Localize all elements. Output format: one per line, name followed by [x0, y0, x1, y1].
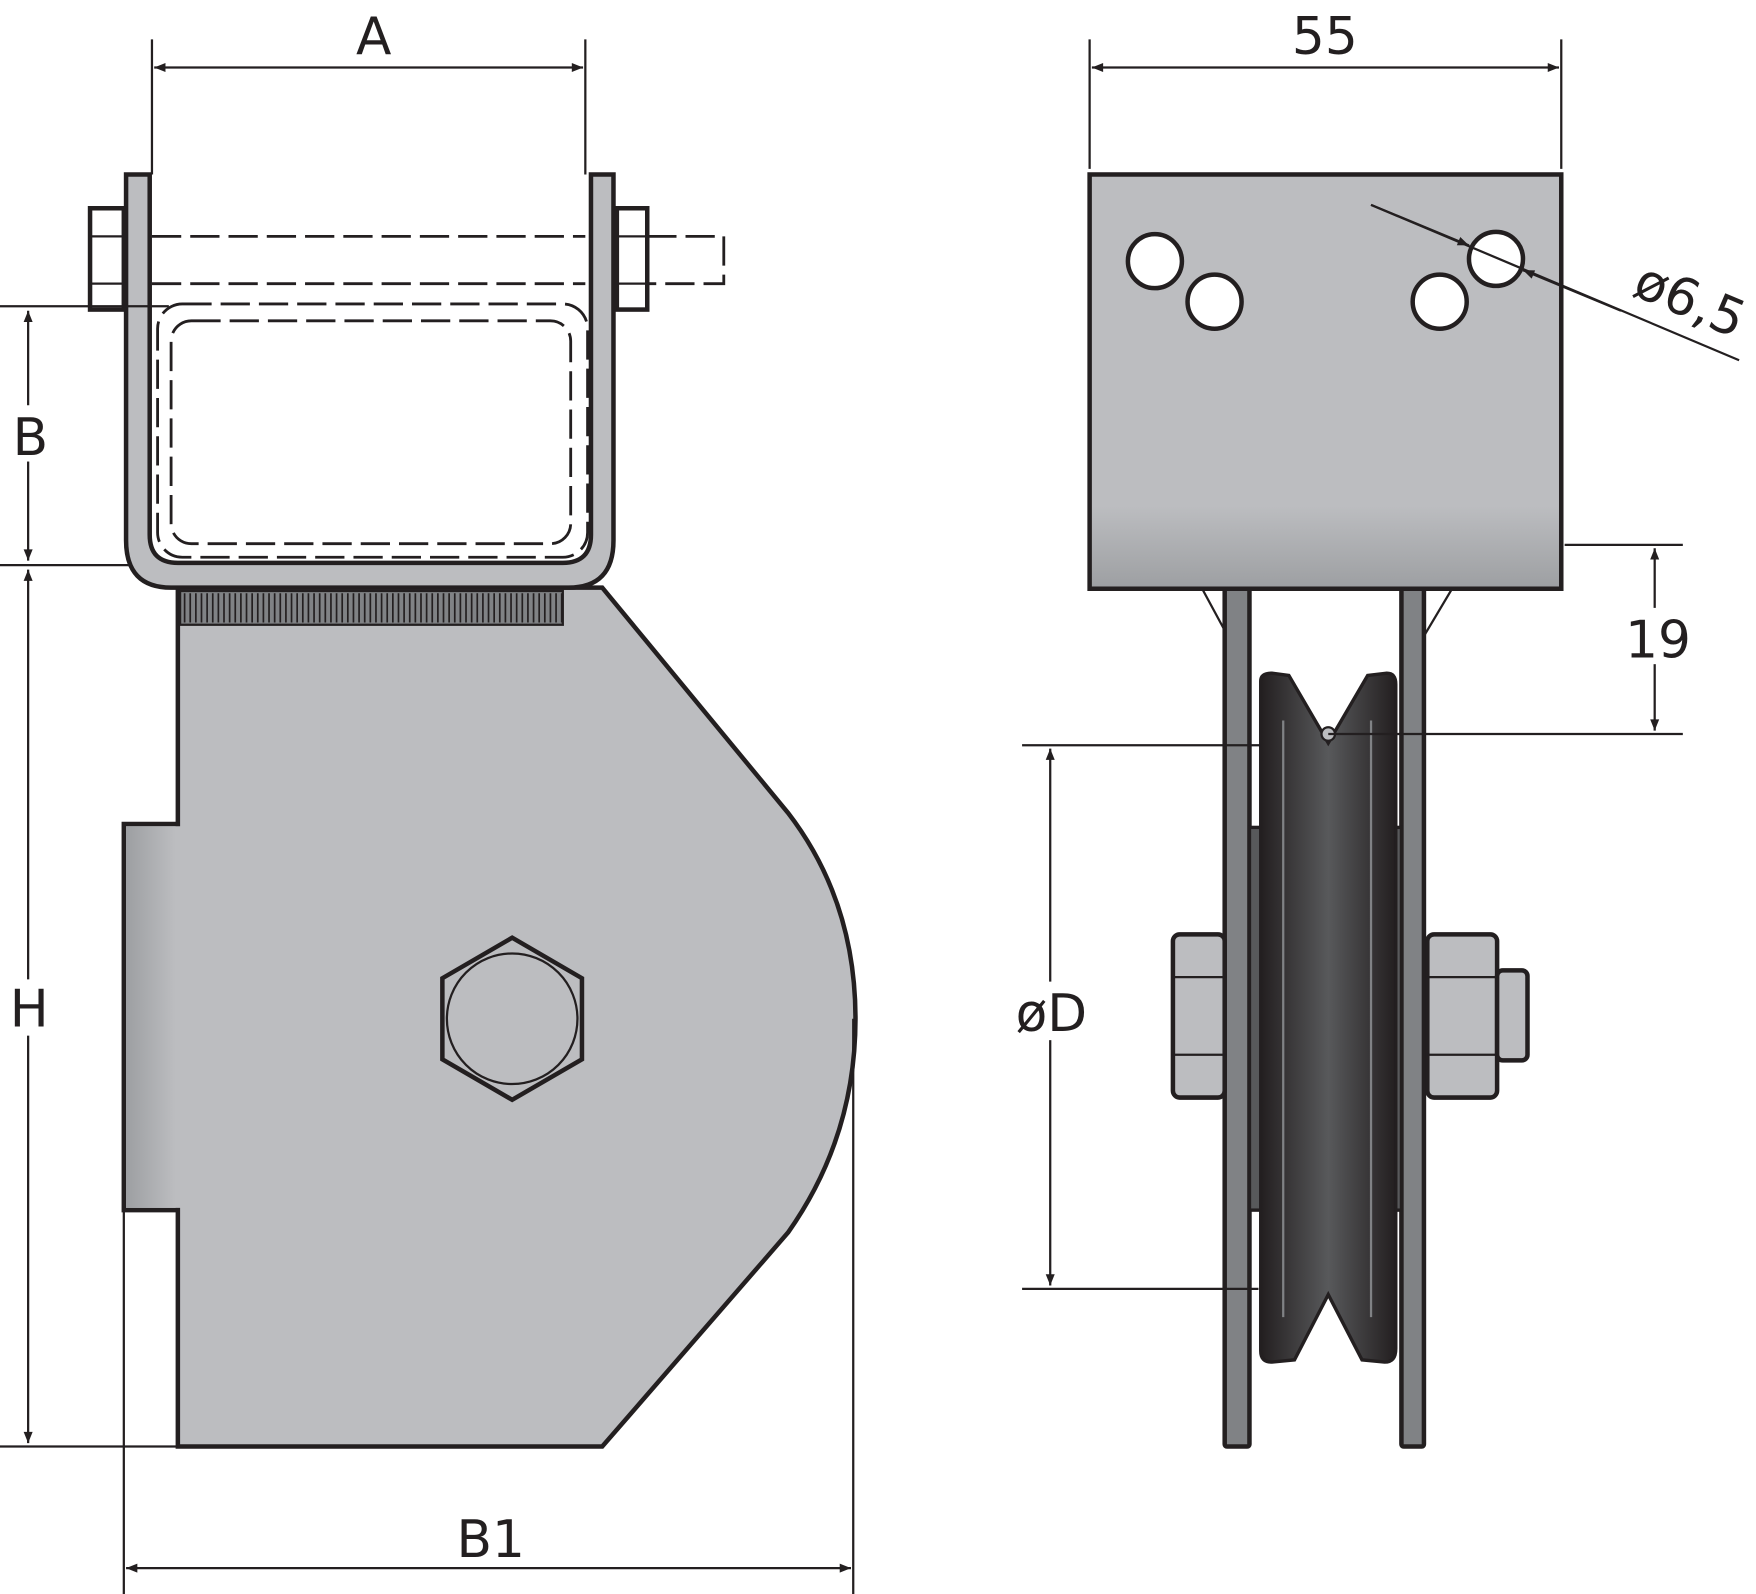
side-view: /* generated below */ A B H B1 — [0, 7, 858, 1594]
mounting-hole — [1185, 272, 1244, 331]
knurl-lines: /* generated below */ — [183, 593, 563, 623]
nut-left-icon — [87, 206, 127, 312]
bolt-end — [645, 234, 726, 286]
tube-outline — [156, 302, 589, 559]
nut-right-icon — [1425, 932, 1500, 1100]
tube-inner — [169, 319, 573, 546]
mounting-hole — [1125, 231, 1185, 291]
sheave-diameter-label: øD — [1016, 984, 1088, 1044]
dim-label-a: A — [356, 7, 391, 67]
side-plate-right — [1399, 586, 1427, 1449]
mounting-hole — [1466, 229, 1526, 289]
front-view: 55 ø6,5 19 øD — [1010, 7, 1754, 1449]
dim-label-b1: B1 — [457, 1510, 525, 1570]
sheave — [1259, 671, 1398, 1364]
plate-flange — [126, 826, 176, 1208]
dim-label-h: H — [10, 980, 49, 1040]
dim-label-55: 55 — [1292, 7, 1358, 67]
axle-bolt-head — [445, 952, 579, 1086]
mounting-hole — [1410, 272, 1469, 331]
u-bracket — [123, 172, 616, 590]
nut-left-icon — [1170, 932, 1227, 1100]
nut-right-icon — [614, 206, 650, 312]
dim-label-b: B — [13, 408, 49, 468]
side-plate-left — [1222, 586, 1252, 1449]
bolt-end — [1494, 968, 1530, 1063]
dim-label-19: 19 — [1625, 610, 1691, 670]
hole-diameter-label: ø6,5 — [1626, 251, 1754, 351]
